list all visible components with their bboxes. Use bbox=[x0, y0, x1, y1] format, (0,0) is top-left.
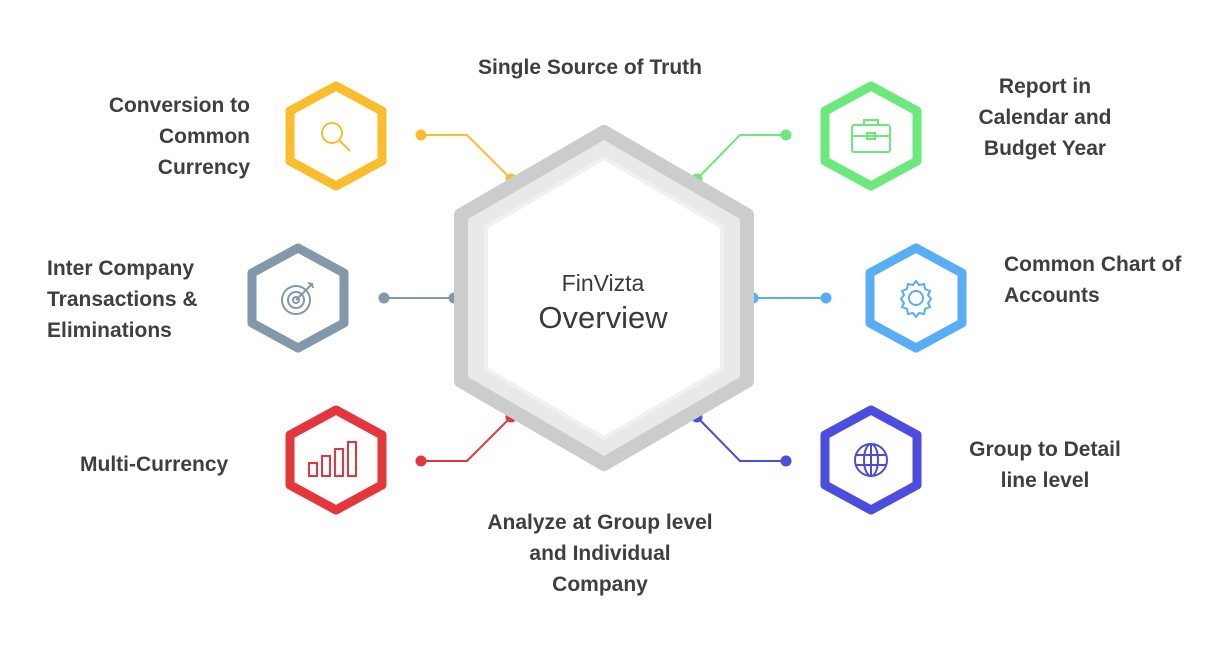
connector-dot bbox=[820, 292, 832, 304]
globe-icon bbox=[854, 443, 888, 477]
hexagon-search bbox=[285, 81, 387, 191]
label-common-chart: Common Chart of Accounts bbox=[1004, 253, 1182, 307]
gear-icon bbox=[899, 279, 933, 319]
target-icon bbox=[281, 282, 314, 315]
label-group-detail: Group to Detail line level bbox=[969, 438, 1121, 492]
label-intercompany: Inter Company Transactions & Elimination… bbox=[47, 257, 198, 342]
center-hexagon-inner bbox=[484, 156, 724, 440]
bar-chart-icon bbox=[308, 441, 357, 477]
magnifier-icon bbox=[321, 122, 351, 152]
label-conversion: Conversion to Common Currency bbox=[108, 94, 250, 179]
label-multicurrency: Multi-Currency bbox=[80, 453, 229, 476]
label-report: Report in Calendar and Budget Year bbox=[978, 75, 1112, 160]
center-title: FinVizta bbox=[561, 270, 645, 296]
bottom-label: Analyze at Group level and Individual Co… bbox=[487, 511, 713, 596]
connector-dot bbox=[780, 129, 792, 141]
connector-dot bbox=[415, 129, 427, 141]
connector-dot bbox=[415, 455, 427, 467]
connector-dot bbox=[378, 292, 390, 304]
center-subtitle: Overview bbox=[538, 300, 668, 335]
connector-dot bbox=[780, 455, 792, 467]
top-label: Single Source of Truth bbox=[477, 56, 703, 79]
connector-chart bbox=[421, 416, 512, 462]
connector-briefcase bbox=[696, 134, 786, 180]
connector-globe bbox=[696, 416, 786, 462]
connector-search bbox=[421, 134, 512, 180]
hexagon-gear bbox=[865, 243, 967, 353]
briefcase-icon bbox=[851, 119, 891, 153]
